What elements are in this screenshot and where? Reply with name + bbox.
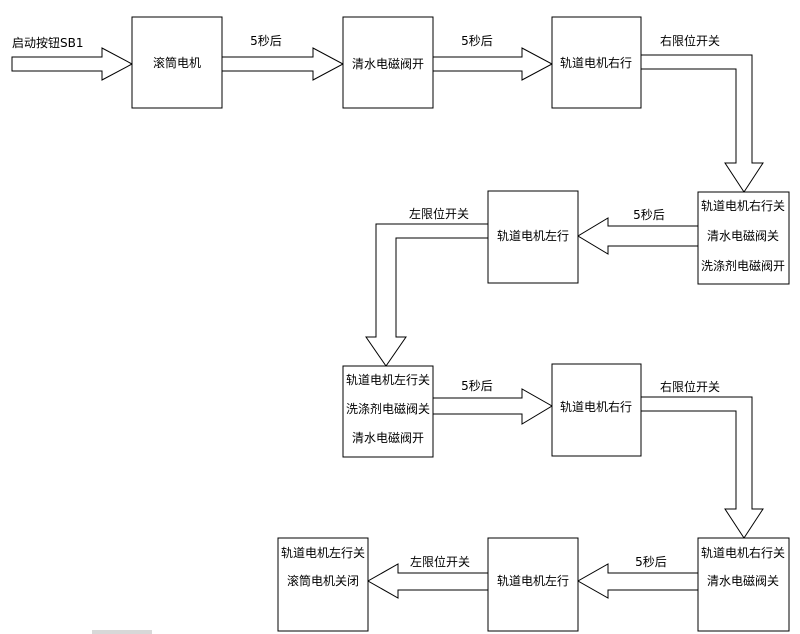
edge-label-right-limit-1: 右限位开关 <box>660 33 720 48</box>
arrow-valve-to-rail-right <box>432 47 554 81</box>
step4-line-3: 清水电磁阀开 <box>352 430 424 445</box>
box-rail-left-1 <box>487 190 579 284</box>
box-final <box>277 537 369 632</box>
box-clean-valve-open <box>342 16 434 109</box>
box-step4 <box>342 365 434 458</box>
step4-line-1: 轨道电机左行关 <box>346 372 430 387</box>
drum-motor-label: 滚筒电机 <box>153 55 201 70</box>
edge-label-delay-4: 5秒后 <box>461 379 493 393</box>
box-drum-motor <box>131 16 223 109</box>
box-step6 <box>697 537 790 632</box>
clean-valve-open-label: 清水电磁阀开 <box>352 56 424 71</box>
arrow-start-to-drum-motor <box>11 47 134 81</box>
edge-label-delay-5: 5秒后 <box>635 555 667 569</box>
box-rail-right-2 <box>551 363 642 457</box>
edge-label-delay-2: 5秒后 <box>461 34 493 48</box>
arrow-rail-right-to-step2 <box>640 54 764 193</box>
arrow-step6-to-rail-left-2 <box>576 563 699 599</box>
rail-left-2-label: 轨道电机左行 <box>497 573 569 588</box>
edge-label-left-limit-2: 左限位开关 <box>410 554 470 569</box>
edge-label-left-limit-1: 左限位开关 <box>409 206 469 221</box>
final-line-1: 轨道电机左行关 <box>281 545 365 560</box>
horizontal-scrollbar[interactable] <box>92 630 152 634</box>
arrow-rail-right-2-to-step6 <box>640 396 764 539</box>
step6-line-1: 轨道电机右行关 <box>701 545 785 560</box>
arrow-drum-to-valve <box>221 47 345 81</box>
arrow-step2-to-rail-left <box>577 217 699 255</box>
arrow-rail-left-to-step4 <box>365 223 489 367</box>
box-step2 <box>697 191 790 285</box>
step2-line-2: 清水电磁阀关 <box>707 228 779 243</box>
step2-line-3: 洗涤剂电磁阀开 <box>701 258 785 273</box>
rail-right-2-label: 轨道电机右行 <box>560 399 632 414</box>
step4-line-2: 洗涤剂电磁阀关 <box>346 401 430 416</box>
rail-left-1-label: 轨道电机左行 <box>497 228 569 243</box>
final-line-2: 滚筒电机关闭 <box>287 573 359 588</box>
step6-line-2: 清水电磁阀关 <box>707 573 779 588</box>
edge-label-delay-3: 5秒后 <box>633 208 665 222</box>
arrow-rail-left-2-to-final <box>366 563 489 599</box>
start-label: 启动按钮SB1 <box>12 35 84 50</box>
rail-right-1-label: 轨道电机右行 <box>560 55 632 70</box>
step2-line-1: 轨道电机右行关 <box>701 198 785 213</box>
box-rail-right-1 <box>551 16 642 109</box>
box-rail-left-2 <box>487 537 579 632</box>
edge-label-delay-1: 5秒后 <box>250 34 282 48</box>
edge-label-right-limit-2: 右限位开关 <box>660 379 720 394</box>
arrow-step4-to-rail-right-2 <box>432 388 553 425</box>
